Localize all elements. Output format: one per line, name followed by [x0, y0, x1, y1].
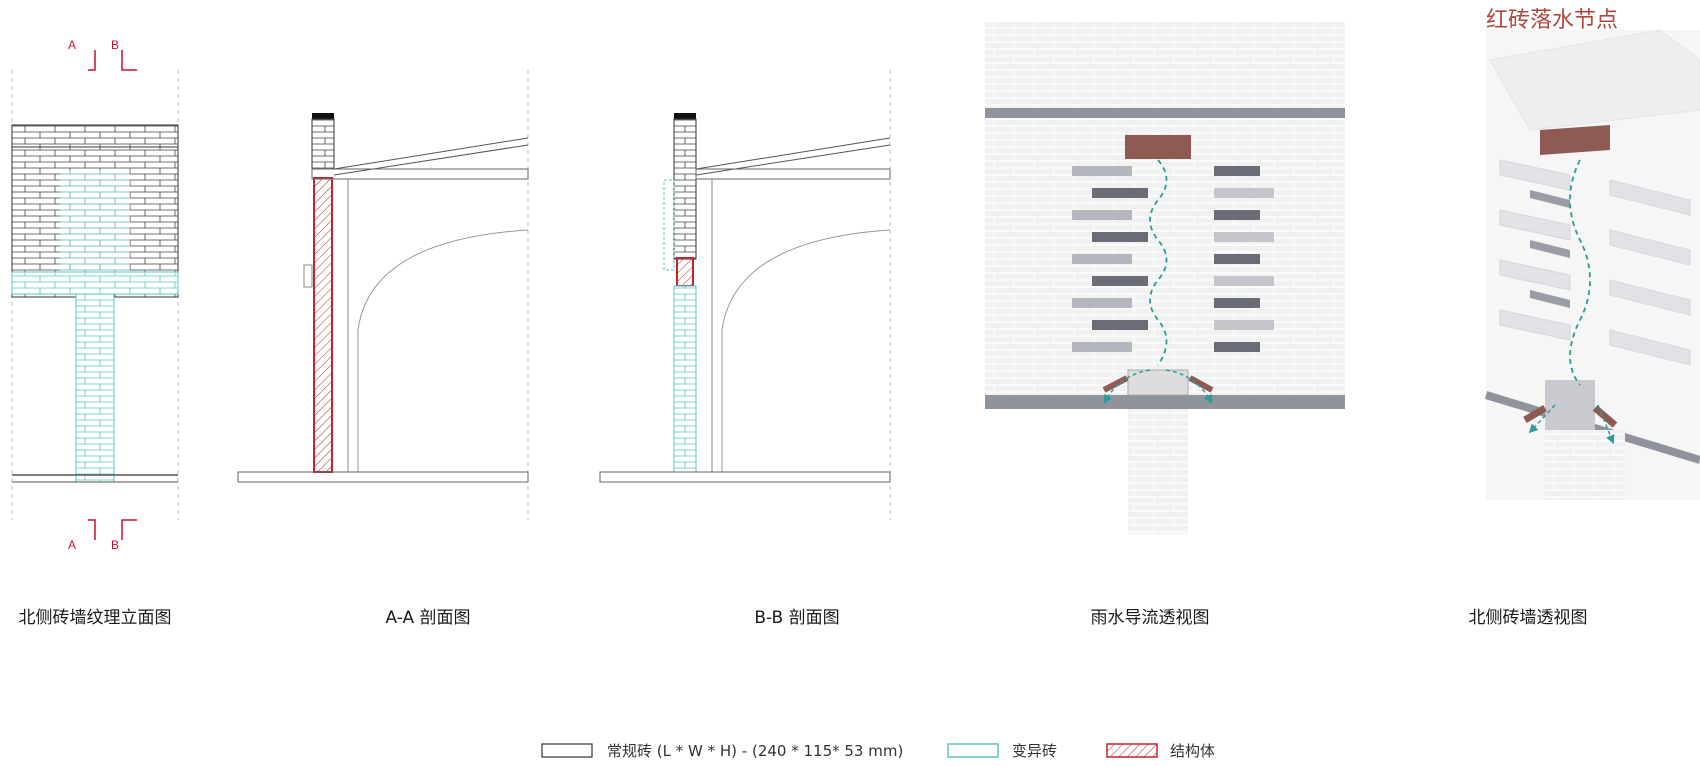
caption-rain-perspective: 雨水导流透视图: [1090, 608, 1210, 628]
section-mark-a-bottom: A: [68, 538, 77, 552]
section-arrow-b-top: [121, 50, 137, 71]
legend-label-regular: 常规砖 (L * W * H) - (240 * 115* 53 mm): [607, 742, 904, 760]
legend-swatch-variant: [947, 743, 999, 758]
section-bb-drawing: [599, 70, 891, 520]
legend-swatch-structure: [1106, 743, 1158, 758]
section-arrow-a-bottom: [88, 519, 96, 540]
caption-section-aa: A-A 剖面图: [385, 608, 471, 628]
section-mark-a-top: A: [68, 38, 77, 52]
rain-perspective-drawing: [985, 22, 1345, 534]
caption-section-bb: B-B 剖面图: [754, 608, 840, 628]
north-perspective-drawing: [1484, 29, 1700, 500]
section-aa-drawing: [237, 70, 529, 520]
section-mark-b-bottom: B: [111, 538, 120, 552]
caption-elevation: 北侧砖墙纹理立面图: [18, 608, 172, 628]
section-arrow-a-top: [88, 50, 96, 71]
section-arrow-b-bottom: [121, 519, 137, 540]
section-mark-b-top: B: [111, 38, 120, 52]
legend-swatch-regular: [541, 743, 593, 758]
legend-label-variant: 变异砖: [1012, 742, 1058, 760]
caption-north-perspective: 北侧砖墙透视图: [1468, 608, 1588, 628]
elevation-drawing: [11, 50, 179, 540]
detail-title: 红砖落水节点: [1486, 8, 1619, 33]
legend-label-structure: 结构体: [1170, 742, 1216, 760]
